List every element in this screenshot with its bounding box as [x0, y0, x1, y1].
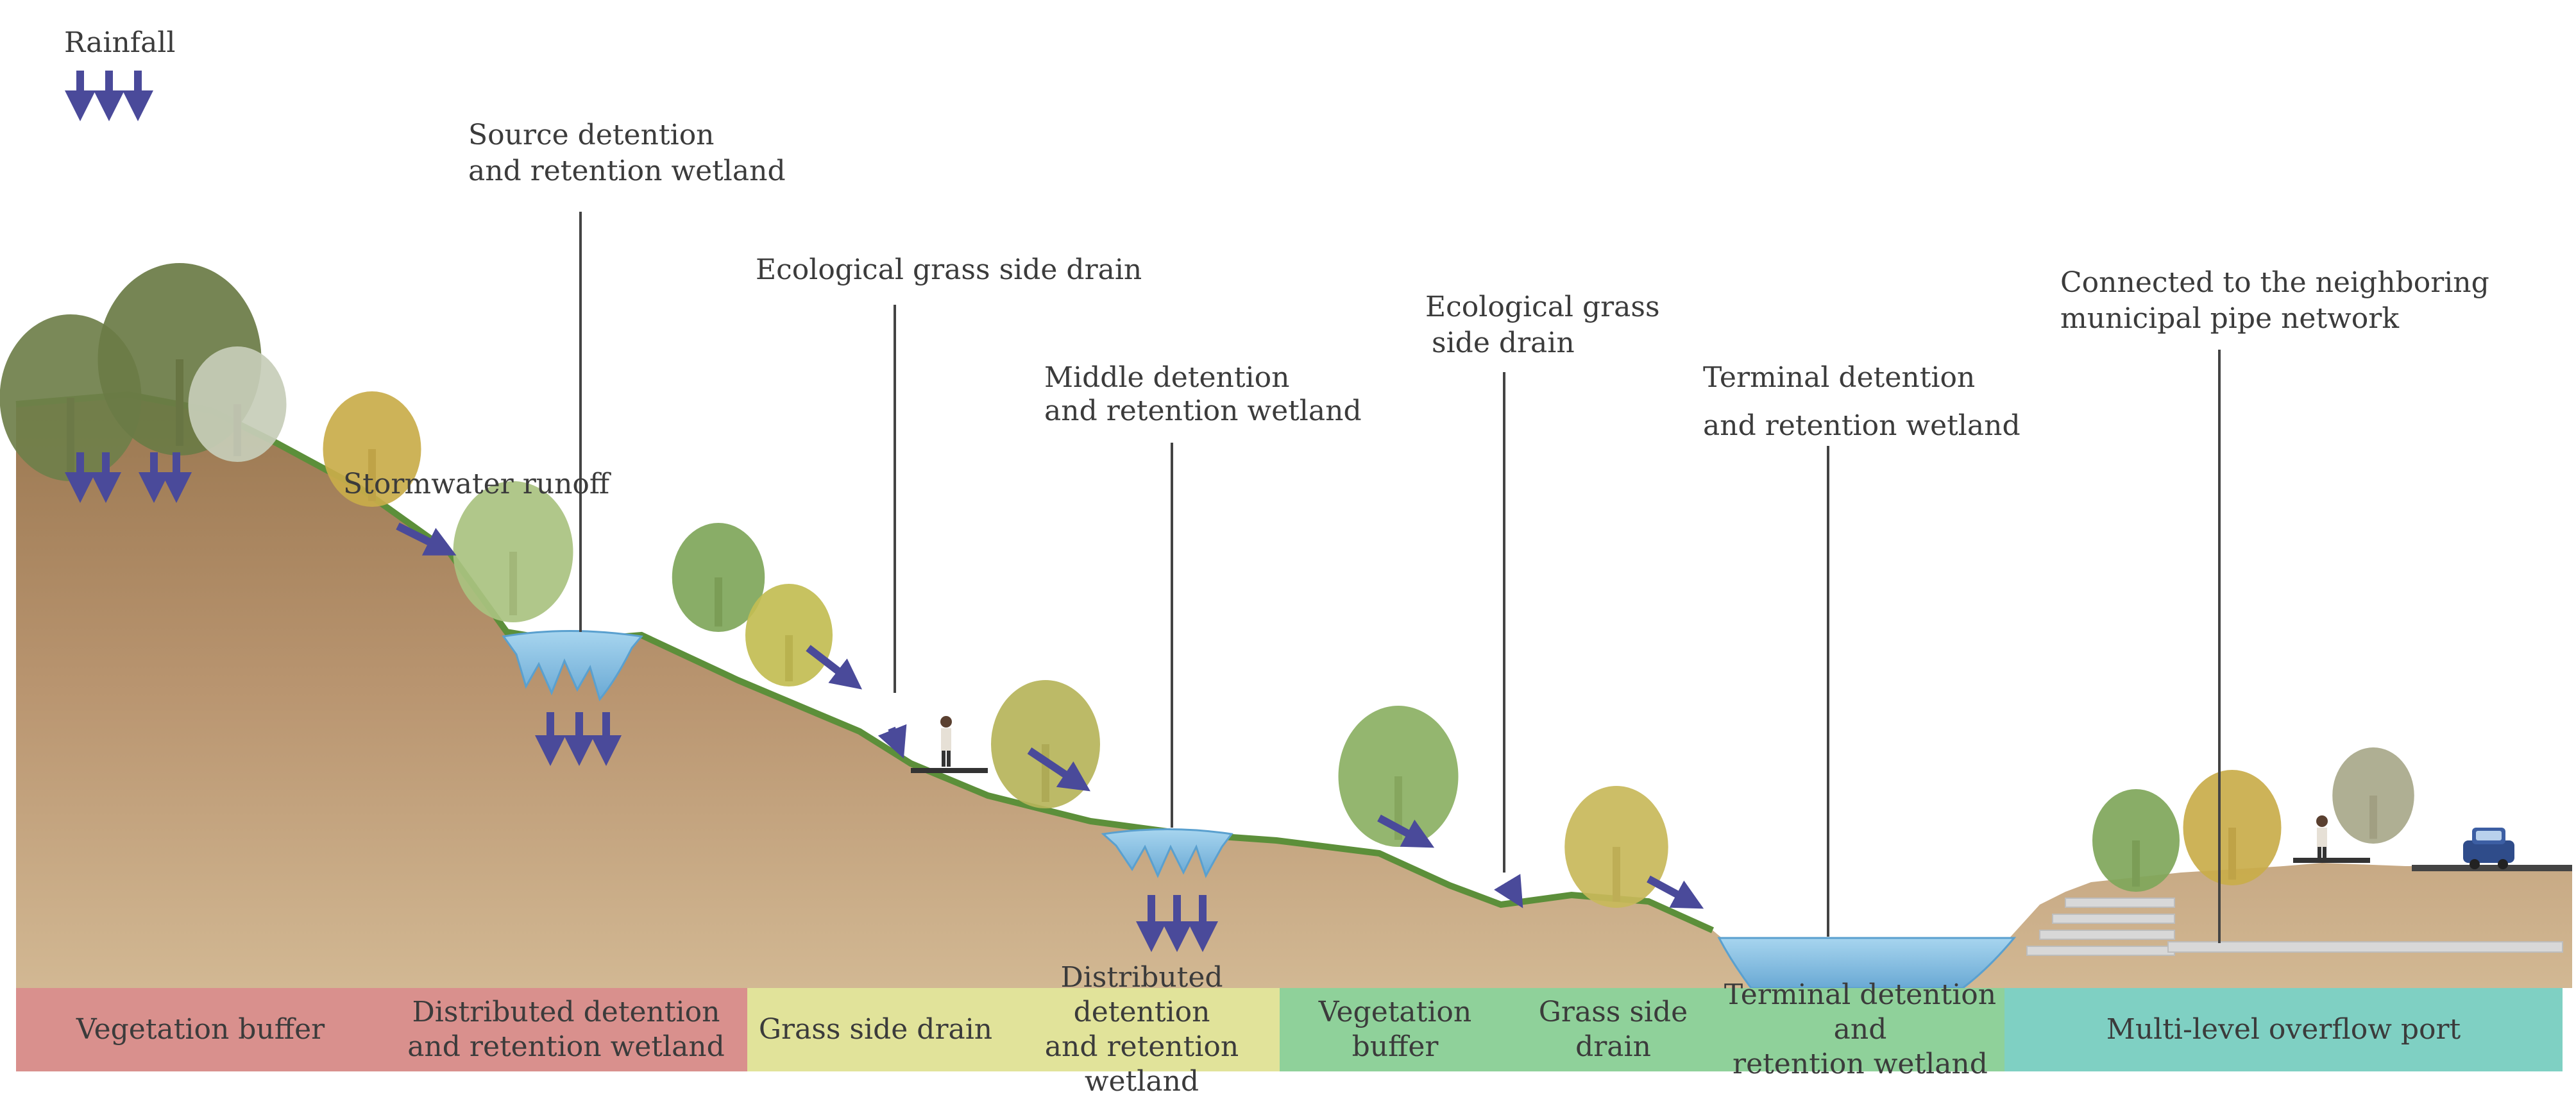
overflow-steps — [2026, 898, 2175, 956]
flow-arrows — [65, 71, 1704, 952]
label-terminal-wetland-line1: Terminal detention — [1703, 361, 1976, 394]
label-grass-drain-1: Ecological grass side drain — [756, 253, 1142, 286]
runoff-arrow-icon — [877, 724, 907, 759]
tree-icon — [2332, 747, 2414, 844]
person-icon — [2316, 815, 2328, 860]
source-wetland-water — [502, 630, 643, 702]
label-grass-drain-2-line1: Ecological grass — [1425, 291, 1660, 323]
tree-icon — [745, 584, 833, 686]
label-grass-drain-2-line2: side drain — [1432, 327, 1575, 359]
label-source-wetland-line1: Source detention — [468, 119, 715, 151]
label-stormwater-runoff: Stormwater runoff — [343, 468, 610, 500]
walkway-left — [911, 768, 988, 773]
tree-icon — [2092, 789, 2180, 892]
runoff-arrow-icon — [1027, 747, 1090, 792]
tree-icon — [672, 523, 765, 632]
tree-icon — [2183, 770, 2282, 885]
terminal-wetland-water — [1717, 937, 2017, 989]
label-middle-wetland-line1: Middle detention — [1044, 361, 1290, 394]
label-source-wetland-line2: and retention wetland — [468, 155, 786, 187]
label-municipal-line1: Connected to the neighboring — [2060, 266, 2489, 299]
tree-icon — [1564, 786, 1668, 908]
zone-grass-drain-2: Grass side drain — [1511, 988, 1716, 1071]
walkway — [2293, 858, 2370, 863]
car-icon — [2463, 828, 2514, 869]
runoff-arrow-icon — [1494, 874, 1523, 908]
label-rainfall: Rainfall — [64, 26, 176, 59]
zone-vegetation-buffer-1: Vegetation buffer — [16, 988, 385, 1071]
runoff-arrow-icon — [1647, 875, 1704, 909]
tree-icon — [991, 680, 1100, 808]
municipal-pipe — [2167, 941, 2563, 953]
label-municipal-line2: municipal pipe network — [2060, 302, 2399, 335]
zone-grass-drain-1: Grass side drain — [747, 988, 1004, 1071]
tree-icon — [453, 481, 573, 622]
runoff-arrow-icon — [396, 522, 457, 556]
runoff-arrow-icon — [806, 645, 863, 690]
label-middle-wetland-line2: and retention wetland — [1044, 395, 1362, 427]
leader-lines — [579, 212, 2221, 943]
soil-terrain — [16, 395, 2572, 988]
road — [2412, 865, 2572, 871]
zone-overflow-port: Multi-level overflow port — [2004, 988, 2563, 1071]
tree-icon — [188, 346, 287, 462]
label-terminal-wetland-line2: and retention wetland — [1703, 409, 2021, 442]
middle-wetland-water — [1101, 828, 1233, 878]
tree-icon — [323, 391, 421, 507]
zone-vegetation-buffer-2: Vegetation buffer — [1280, 988, 1511, 1071]
person-icon — [940, 716, 952, 767]
runoff-arrow-icon — [1377, 814, 1435, 848]
